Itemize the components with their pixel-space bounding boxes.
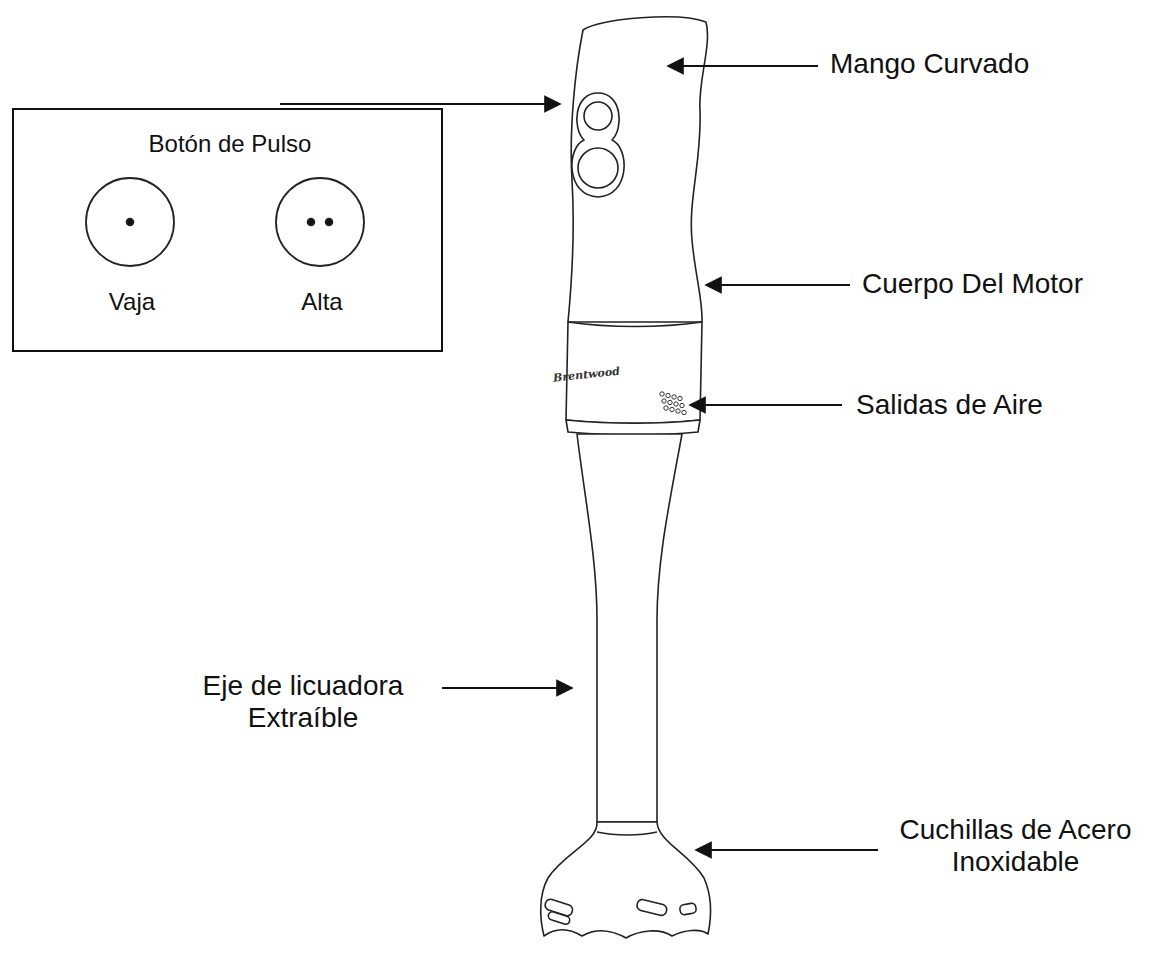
part-label: Cuerpo Del Motor: [862, 268, 1167, 300]
pulse-button-panel: Botón de PulsoVaja Alta: [12, 108, 443, 352]
part-label: Salidas de Aire: [856, 389, 1161, 421]
blade-guard: [541, 822, 711, 938]
air-vents: [660, 392, 686, 415]
guard-rim: [597, 832, 657, 835]
vent-hole: [666, 393, 670, 397]
vent-hole: [674, 402, 678, 406]
high-speed-symbol: [276, 178, 364, 266]
part-label: Eje de licuadora Extraíble: [172, 670, 434, 734]
button-surround: [572, 93, 624, 197]
speed-label: Alta: [301, 288, 342, 316]
vent-hole: [662, 399, 666, 403]
part-label: Mango Curvado: [830, 48, 1160, 80]
ring: [566, 420, 700, 435]
vent-hole: [676, 409, 680, 413]
vent-hole: [664, 406, 668, 410]
vent-hole: [668, 400, 672, 404]
vent-hole: [672, 395, 676, 399]
motor-body: [568, 17, 708, 322]
vent-hole: [660, 392, 664, 396]
high-speed-dot: [308, 219, 315, 226]
vent-hole: [670, 407, 674, 411]
vent-hole: [680, 403, 684, 407]
guard-slot: [636, 899, 668, 917]
leader-line: [442, 687, 572, 689]
leader-line: [706, 284, 850, 286]
guard-slot: [679, 903, 696, 916]
panel-heading: Botón de Pulso: [149, 130, 312, 158]
low-speed-symbol: [86, 178, 174, 266]
part-label: Cuchillas de Acero Inoxidable: [878, 814, 1153, 878]
blender-shaft: [577, 434, 682, 822]
low-button: [584, 102, 612, 130]
high-speed-dot: [326, 219, 333, 226]
leader-line: [280, 103, 560, 105]
guard-slot: [547, 911, 570, 925]
low-speed-dot: [127, 219, 134, 226]
speed-label: Vaja: [109, 288, 155, 316]
vent-hole: [682, 410, 686, 414]
vent-hole: [678, 396, 682, 400]
leader-line: [690, 404, 842, 406]
high-button: [578, 148, 618, 188]
leader-line: [668, 65, 818, 67]
leader-line: [696, 849, 878, 851]
